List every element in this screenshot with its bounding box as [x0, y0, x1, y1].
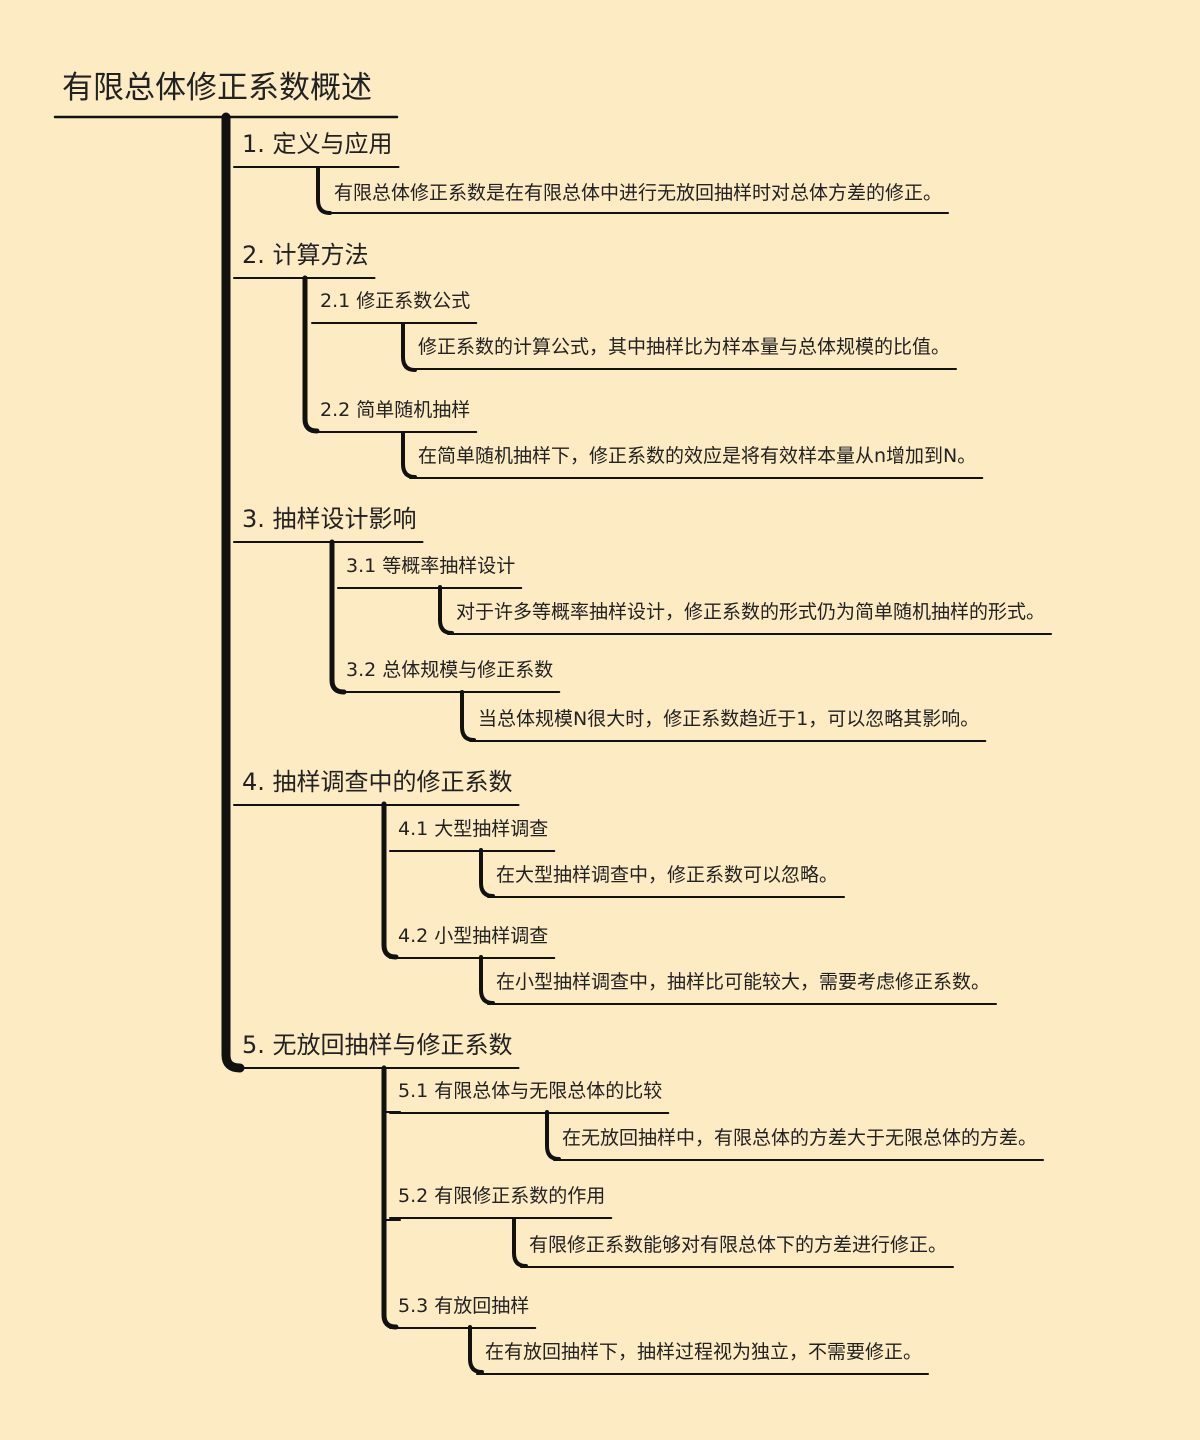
- topic-design-impact: 3. 抽样设计影响: [242, 505, 417, 533]
- subtopic-with-replacement: 5.3 有放回抽样: [398, 1295, 530, 1317]
- topic-definition: 1. 定义与应用: [242, 130, 393, 158]
- leaf-simple-random: 在简单随机抽样下，修正系数的效应是将有效样本量从n增加到N。: [418, 445, 977, 467]
- leaf-branch: [512, 1218, 528, 1268]
- map-title: 有限总体修正系数概述: [62, 70, 372, 106]
- sub-branch: [381, 801, 399, 960]
- subtopic-finite-vs-infinite: 5.1 有限总体与无限总体的比较: [398, 1080, 663, 1102]
- sub-branch: [329, 539, 347, 695]
- topic-calculation: 2. 计算方法: [242, 241, 369, 269]
- leaf-with-replacement: 在有放回抽样下，抽样过程视为独立，不需要修正。: [485, 1341, 923, 1363]
- leaf-finite-vs-infinite: 在无放回抽样中，有限总体的方差大于无限总体的方差。: [562, 1127, 1038, 1149]
- leaf-branch: [479, 848, 495, 898]
- topic-survey: 4. 抽样调查中的修正系数: [242, 768, 513, 796]
- leaf-population-size: 当总体规模N很大时，修正系数趋近于1，可以忽略其影响。: [478, 708, 980, 730]
- leaf-large-survey: 在大型抽样调查中，修正系数可以忽略。: [496, 864, 839, 886]
- leaf-branch: [479, 955, 495, 1005]
- subtopic-formula: 2.1 修正系数公式: [320, 290, 471, 312]
- subtopic-fpc-role: 5.2 有限修正系数的作用: [398, 1185, 606, 1207]
- leaf-formula: 修正系数的计算公式，其中抽样比为样本量与总体规模的比值。: [418, 336, 951, 358]
- leaf-small-survey: 在小型抽样调查中，抽样比可能较大，需要考虑修正系数。: [496, 971, 991, 993]
- subtopic-equal-probability: 3.1 等概率抽样设计: [346, 555, 516, 577]
- leaf-fpc-role: 有限修正系数能够对有限总体下的方差进行修正。: [529, 1234, 948, 1256]
- sub-branch: [381, 1065, 399, 1330]
- subtopic-population-size: 3.2 总体规模与修正系数: [346, 659, 554, 681]
- leaf-branch: [401, 322, 417, 372]
- main-trunk: [221, 112, 245, 1073]
- subtopic-simple-random: 2.2 简单随机抽样: [320, 399, 471, 421]
- branch: [316, 166, 332, 215]
- leaf-branch: [468, 1325, 484, 1374]
- subtopic-small-survey: 4.2 小型抽样调查: [398, 925, 549, 947]
- topic-without-replacement: 5. 无放回抽样与修正系数: [242, 1031, 513, 1059]
- leaf-branch: [438, 585, 454, 635]
- leaf-branch: [401, 431, 417, 479]
- sub-branch: [302, 275, 320, 434]
- leaf-branch: [460, 690, 476, 742]
- leaf-branch: [545, 1110, 561, 1161]
- leaf-definition: 有限总体修正系数是在有限总体中进行无放回抽样时对总体方差的修正。: [334, 182, 943, 204]
- leaf-equal-probability: 对于许多等概率抽样设计，修正系数的形式仍为简单随机抽样的形式。: [456, 601, 1046, 623]
- subtopic-large-survey: 4.1 大型抽样调查: [398, 818, 549, 840]
